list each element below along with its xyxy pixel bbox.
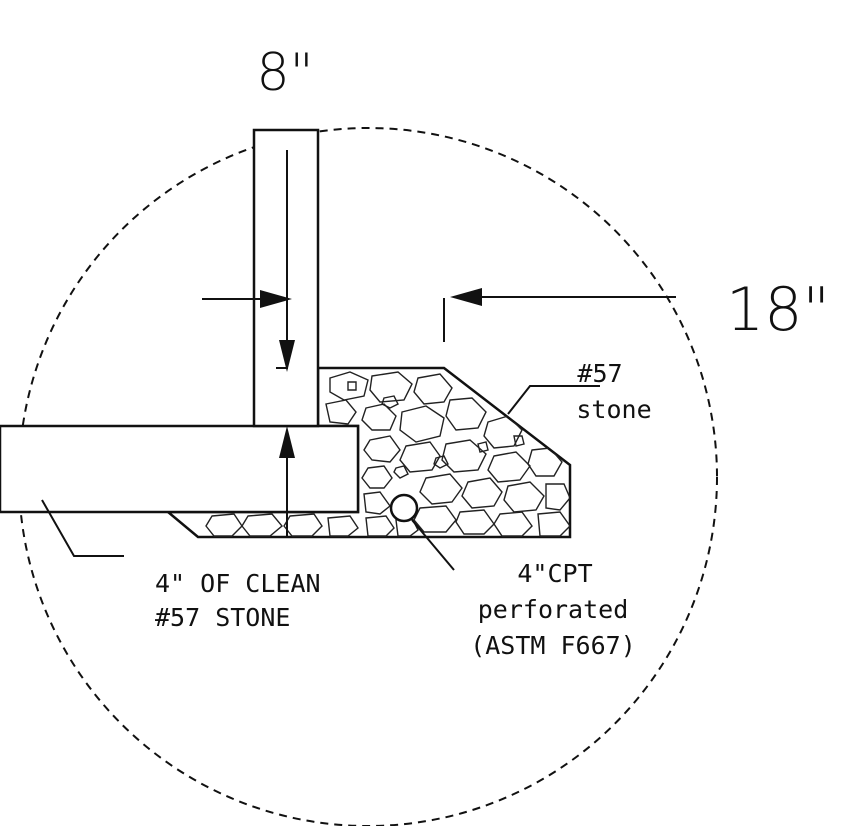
footing-extension-label: 18"	[726, 275, 830, 345]
base-thickness-dimension	[279, 426, 295, 537]
base-label-line1: 4" OF CLEAN	[155, 569, 321, 598]
concrete-footing	[0, 424, 360, 514]
stone-callout-line1: #57	[577, 359, 622, 388]
base-label-line2: #57 STONE	[155, 603, 290, 632]
stone-callout-leader	[507, 385, 600, 415]
gravel-backfill	[164, 366, 572, 539]
pipe-callout-leader	[411, 519, 455, 571]
stone-callout-line2: stone	[576, 395, 651, 424]
wall-thickness-dimension	[202, 150, 295, 372]
base-callout-leader	[41, 499, 124, 557]
pipe-label-line2: perforated	[478, 595, 629, 624]
pipe-label-line3: (ASTM F667)	[470, 631, 636, 660]
pipe-label-line1: 4"CPT	[517, 559, 592, 588]
wall-thickness-label: 8"	[256, 43, 313, 103]
footing-extension-dimension	[443, 288, 676, 342]
perforated-drain-pipe	[389, 493, 419, 523]
